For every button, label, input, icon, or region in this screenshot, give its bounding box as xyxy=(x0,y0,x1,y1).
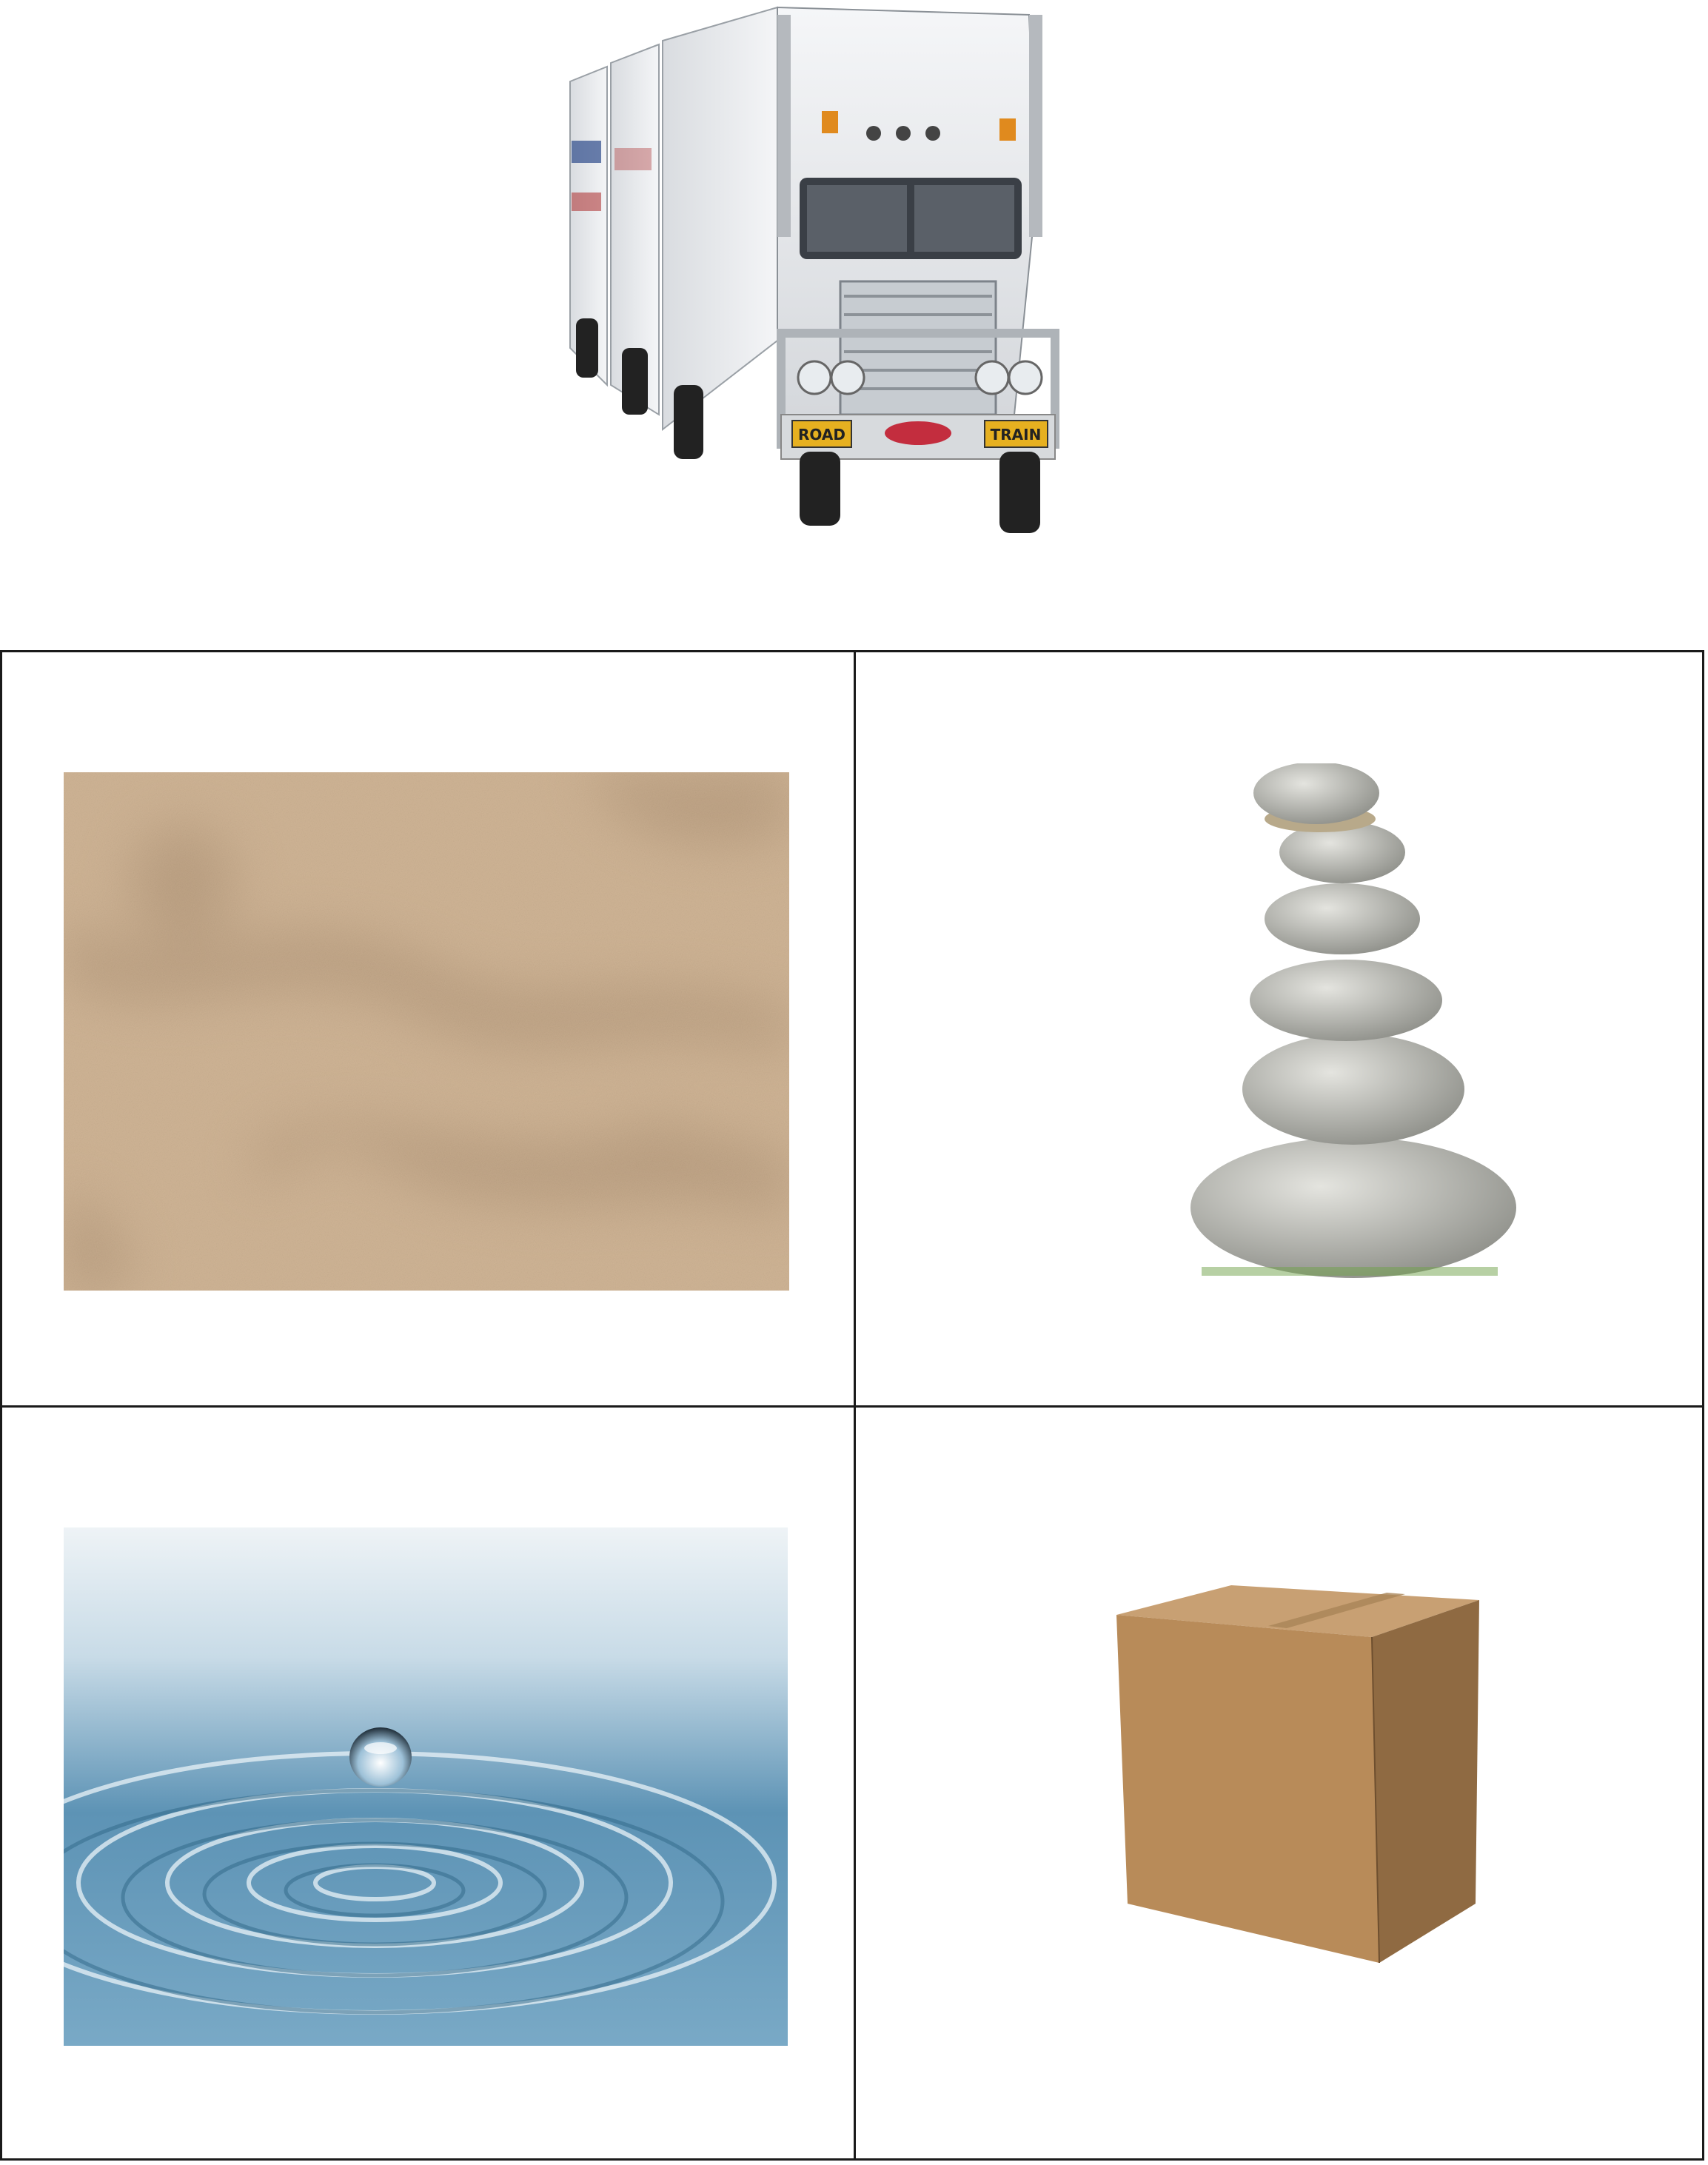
cardboard-box-image xyxy=(1113,1585,1483,1970)
sand-texture-image xyxy=(64,772,789,1291)
image-grid xyxy=(0,650,1704,2161)
plate-left-text: ROAD xyxy=(798,426,845,444)
stacked-stones-image xyxy=(1187,763,1520,1296)
plate-right-text: TRAIN xyxy=(991,426,1042,444)
grid-divider-horizontal xyxy=(2,1405,1702,1408)
road-train-truck-image: ROAD TRAIN xyxy=(555,0,1118,548)
water-droplet-image xyxy=(64,1527,788,2046)
